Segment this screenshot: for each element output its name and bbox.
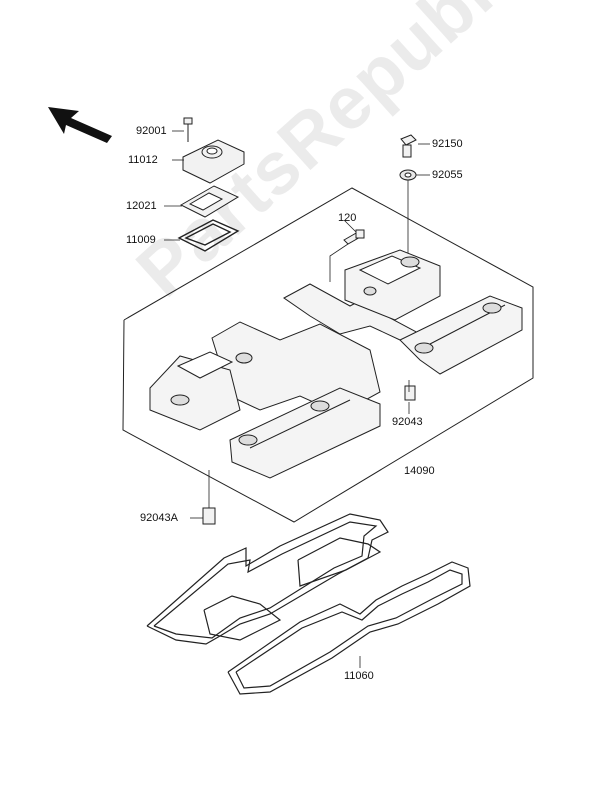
callout-11012: 11012: [128, 154, 158, 166]
assembly-box-outline: [122, 187, 534, 523]
callout-92055: 92055: [432, 169, 463, 181]
callout-14090: 14090: [404, 465, 435, 477]
plate-12021: [179, 185, 240, 218]
callout-92150: 92150: [432, 138, 463, 150]
front-direction-arrow-icon: [48, 107, 112, 143]
washer-92055: [399, 169, 417, 181]
callout-12021: 12021: [126, 200, 157, 212]
cap-cover-11012: [182, 139, 245, 184]
callout-92001: 92001: [136, 125, 167, 137]
callout-92043: 92043: [392, 416, 423, 428]
callout-11009: 11009: [126, 234, 156, 246]
bolt-120: [343, 229, 365, 245]
dowel-pin-92043A: [202, 470, 216, 525]
leader-lines: [164, 130, 430, 668]
cylinder-head-cover-rear: [283, 249, 523, 375]
callout-11060: 11060: [344, 670, 374, 682]
bolt-92150: [400, 134, 417, 158]
dowel-pin-92043: [404, 385, 416, 401]
bolt-92001: [183, 117, 193, 142]
gasket-11060: [146, 513, 471, 695]
callout-92043A: 92043A: [140, 512, 178, 524]
cylinder-head-cover-front: [149, 321, 381, 479]
gasket-11009: [177, 219, 240, 252]
callout-120: 120: [338, 212, 357, 224]
